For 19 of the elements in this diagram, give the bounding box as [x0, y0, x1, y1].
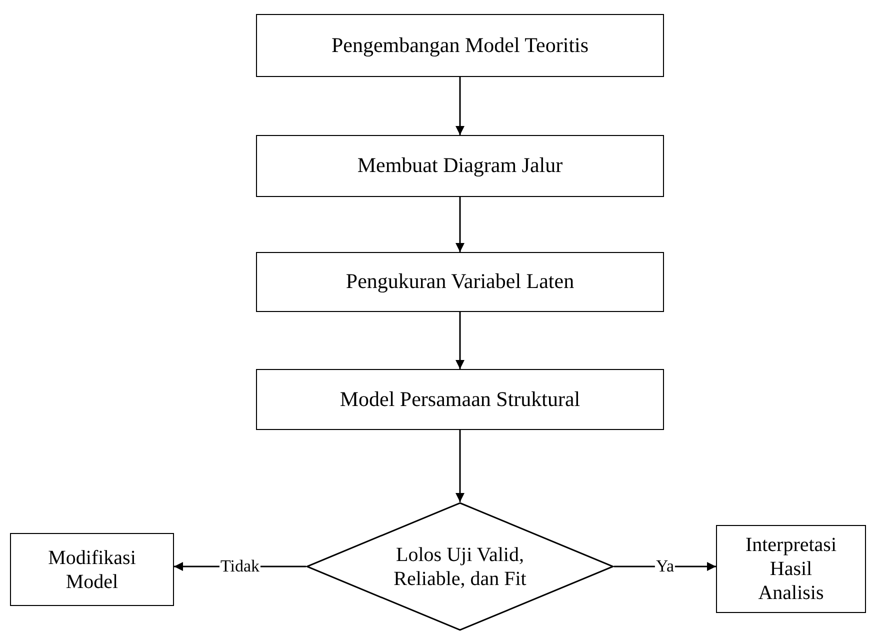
arrow	[456, 77, 464, 135]
node-label: Lolos Uji Valid, Reliable, dan Fit	[392, 542, 528, 590]
node-label: Model Persamaan Struktural	[340, 386, 580, 412]
node-label: Interpretasi Hasil Analisis	[744, 533, 838, 605]
decision-diamond	[306, 502, 614, 631]
arrow	[456, 430, 464, 502]
arrow	[456, 312, 464, 369]
node-label: Modifikasi Model	[47, 546, 137, 594]
node-label: Membuat Diagram Jalur	[357, 153, 563, 179]
process-box	[716, 525, 866, 613]
process-box	[10, 533, 174, 606]
arrow	[456, 197, 464, 252]
node-label: Pengukuran Variabel Laten	[346, 269, 574, 295]
node-label: Pengembangan Model Teoritis	[331, 32, 589, 58]
process-box	[256, 135, 664, 197]
process-box	[256, 252, 664, 312]
process-box	[256, 14, 664, 77]
arrow	[614, 562, 716, 571]
process-box	[256, 369, 664, 430]
